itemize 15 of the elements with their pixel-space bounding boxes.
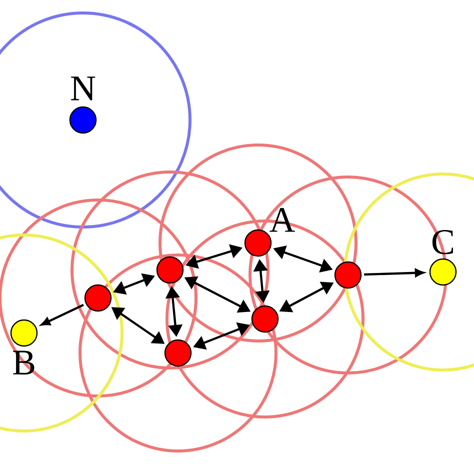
point: C: [429, 230, 457, 286]
node-label: C: [432, 230, 454, 254]
point: B: [10, 319, 38, 374]
point: [334, 261, 362, 289]
arrow: [364, 268, 424, 277]
point: [84, 284, 112, 312]
node-label: B: [13, 350, 34, 374]
point: [156, 256, 184, 284]
point: A: [244, 208, 295, 257]
node-label: N: [71, 76, 96, 100]
arrow: [41, 304, 84, 326]
point: [251, 305, 279, 333]
point: [164, 339, 192, 367]
node-label: A: [270, 208, 295, 232]
point: N: [69, 76, 97, 134]
